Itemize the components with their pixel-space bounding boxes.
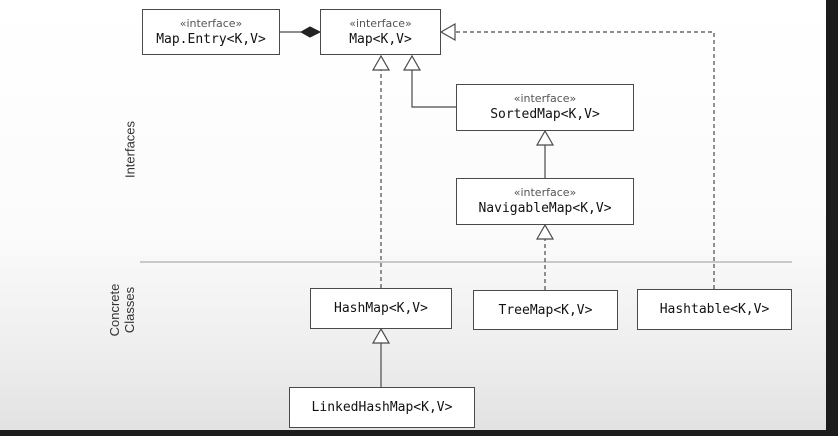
- sortedmap-extends-line: [411, 70, 456, 108]
- navigablemap-interface[interactable]: «interface» NavigableMap<K,V>: [456, 178, 634, 225]
- map-interface[interactable]: «interface» Map<K,V>: [320, 9, 441, 55]
- interfaces-section-label: Interfaces: [122, 120, 138, 179]
- map-entry-interface[interactable]: «interface» Map.Entry<K,V>: [142, 9, 280, 55]
- composition-diamond: [299, 26, 322, 38]
- class-name: HashMap<K,V>: [334, 301, 428, 316]
- linkedhashmap-class[interactable]: LinkedHashMap<K,V>: [289, 387, 475, 428]
- stereotype-label: «interface»: [513, 92, 577, 105]
- class-name: Map<K,V>: [349, 31, 412, 47]
- linkedhashmap-extends-arrow: [371, 327, 391, 344]
- navigablemap-extends-arrow: [535, 129, 555, 146]
- class-name: NavigableMap<K,V>: [478, 201, 612, 216]
- concrete-label-line1: Concrete: [107, 283, 122, 337]
- class-name: LinkedHashMap<K,V>: [311, 400, 453, 415]
- stereotype-label: «interface»: [179, 16, 243, 30]
- concrete-label-line2: Classes: [122, 286, 137, 334]
- relationship-lines: [140, 22, 792, 387]
- stereotype-label: «interface»: [513, 186, 577, 199]
- sortedmap-interface[interactable]: «interface» SortedMap<K,V>: [456, 84, 634, 131]
- stereotype-label: «interface»: [349, 16, 412, 30]
- hashtable-class[interactable]: Hashtable<K,V>: [637, 289, 792, 330]
- class-name: SortedMap<K,V>: [490, 107, 600, 122]
- sortedmap-extends-arrow: [402, 54, 422, 71]
- hashmap-realization-arrow: [371, 54, 391, 71]
- concrete-classes-section-label: Concrete Classes: [107, 275, 137, 345]
- treemap-class[interactable]: TreeMap<K,V>: [473, 290, 618, 330]
- treemap-realization-arrow: [535, 223, 555, 240]
- hashmap-class[interactable]: HashMap<K,V>: [310, 288, 452, 329]
- diagram-canvas: Interfaces Concrete Classes «interface» …: [0, 0, 826, 430]
- hashtable-realization-arrow: [439, 22, 456, 42]
- hashtable-realization-line: [455, 31, 715, 289]
- class-name: Map.Entry<K,V>: [156, 31, 266, 47]
- class-name: Hashtable<K,V>: [659, 302, 770, 317]
- class-name: TreeMap<K,V>: [498, 302, 593, 318]
